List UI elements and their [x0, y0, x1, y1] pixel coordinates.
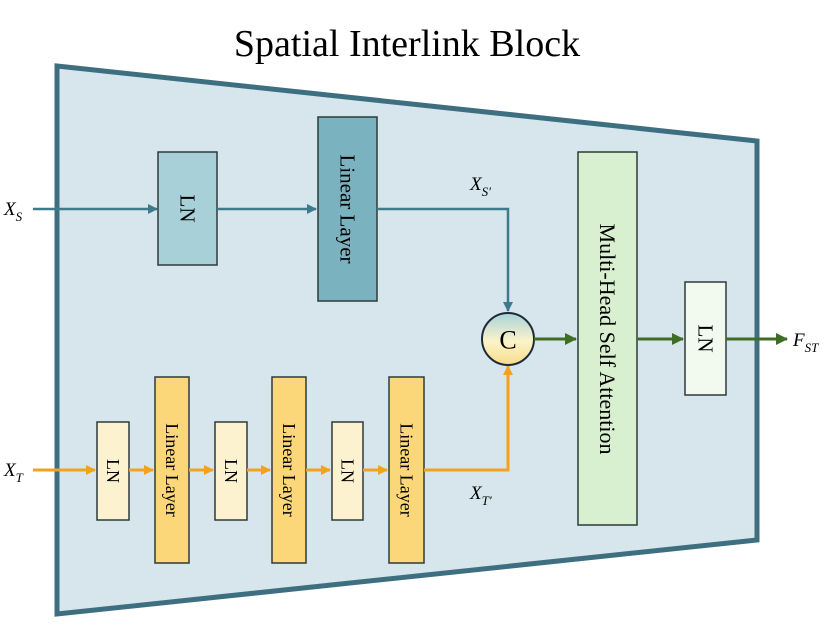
temporal-input-label: XT: [3, 460, 24, 485]
final-ln-label: LN: [694, 325, 718, 353]
spatial-input-label: XS: [3, 199, 23, 224]
temporal-linear-block-1: Linear Layer: [154, 376, 190, 564]
mhsa-block: Multi-Head Self Attention: [577, 151, 638, 526]
output-label: FST: [792, 330, 819, 355]
mhsa-label: Multi-Head Self Attention: [595, 224, 620, 455]
temporal-to-concat-arrow: [424, 365, 513, 472]
spatial-linear-label: Linear Layer: [336, 154, 360, 263]
diagram-title: Spatial Interlink Block: [234, 23, 580, 65]
spatial-linear-block: Linear Layer: [317, 116, 378, 302]
concat-node: C: [481, 312, 535, 366]
spatial-ln-block: LN: [157, 151, 218, 266]
temporal-ln-block-3: LN: [331, 421, 364, 521]
temporal-linear-label-2: Linear Layer: [279, 423, 299, 516]
temporal-linear-label-3: Linear Layer: [397, 423, 417, 516]
spatial-intermediate-label: XS′: [469, 174, 491, 199]
temporal-ln-label-1: LN: [103, 459, 123, 483]
temporal-linear-label-1: Linear Layer: [162, 423, 182, 516]
spatial-to-concat-arrow: [377, 207, 513, 312]
spatial-ln-label: LN: [176, 195, 200, 223]
temporal-linear-block-3: Linear Layer: [388, 376, 425, 564]
temporal-ln-block-2: LN: [214, 421, 248, 521]
temporal-ln-label-3: LN: [338, 459, 358, 483]
final-ln-block: LN: [684, 281, 727, 396]
concat-label: C: [499, 326, 516, 355]
temporal-intermediate-label: XT′: [469, 483, 492, 508]
temporal-linear-block-2: Linear Layer: [271, 376, 307, 564]
temporal-ln-block-1: LN: [96, 421, 130, 521]
temporal-ln-label-2: LN: [221, 459, 241, 483]
